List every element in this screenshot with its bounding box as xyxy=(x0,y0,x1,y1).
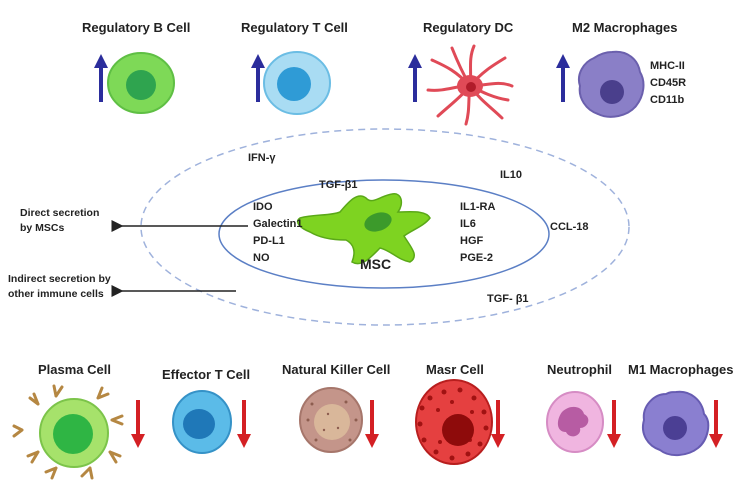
outer-ellipse xyxy=(140,128,630,326)
nk-cell-label: Natural Killer Cell xyxy=(282,362,391,377)
indirect-secretion-label: Indirect secretion by other immune cells xyxy=(8,272,111,302)
neutrophil-icon xyxy=(546,391,604,453)
regulatory-b-cell-icon xyxy=(107,52,175,114)
factor-ido: IDO xyxy=(253,201,273,213)
up-arrow-b xyxy=(94,54,108,102)
factor-galectin1: Galectin1 xyxy=(253,218,303,230)
m1-macrophage-icon xyxy=(642,390,710,456)
m2-marker: MHC-II xyxy=(650,60,685,72)
down-arrow-plasma xyxy=(131,400,145,448)
factor-il1ra: IL1-RA xyxy=(460,201,496,213)
regulatory-dc-icon xyxy=(426,44,514,126)
factor-ifn-gamma: IFN-γ xyxy=(248,152,276,164)
msc-cell-icon xyxy=(296,193,431,265)
m2-marker: CD45R xyxy=(650,77,687,89)
effector-t-cell-icon xyxy=(172,390,232,454)
m2-macrophages-label: M2 Macrophages xyxy=(572,20,678,35)
down-arrow-neutrophil xyxy=(607,400,621,448)
factor-pdl1: PD-L1 xyxy=(253,235,285,247)
mast-cell-label: Masr Cell xyxy=(426,362,484,377)
nk-cell-icon xyxy=(299,387,363,453)
plasma-cell-icon xyxy=(12,384,124,480)
neutrophil-label: Neutrophil xyxy=(547,362,612,377)
factor-il6: IL6 xyxy=(460,218,476,230)
up-arrow-t xyxy=(251,54,265,102)
effector-t-cell-label: Effector T Cell xyxy=(162,367,251,382)
up-arrow-m2 xyxy=(556,54,570,102)
down-arrow-m1 xyxy=(709,400,723,448)
up-arrow-dc xyxy=(408,54,422,102)
m2-marker: CD11b xyxy=(650,94,685,106)
regulatory-dc-label: Regulatory DC xyxy=(423,20,514,35)
factor-pge2: PGE-2 xyxy=(460,252,494,264)
factor-no: NO xyxy=(253,252,270,264)
indirect-secretion-line: other immune cells xyxy=(8,288,104,300)
m1-macrophages-label: M1 Macrophages xyxy=(628,362,734,377)
factor-il10: IL10 xyxy=(500,169,523,181)
direct-secretion-line: Direct secretion xyxy=(20,207,100,219)
factor-hgf: HGF xyxy=(460,235,484,247)
factor-inner-top: TGF-β1 xyxy=(319,179,358,191)
direct-secretion-line: by MSCs xyxy=(20,222,65,234)
regulatory-b-cell-label: Regulatory B Cell xyxy=(82,20,191,35)
indirect-secretion-line: Indirect secretion by xyxy=(8,273,111,285)
down-arrow-effector xyxy=(237,400,251,448)
direct-secretion-label: Direct secretion by MSCs xyxy=(20,206,99,236)
factor-ccl18: CCL-18 xyxy=(550,221,589,233)
regulatory-t-cell-icon xyxy=(263,51,331,115)
msc-label: MSC xyxy=(360,256,392,272)
down-arrow-mast xyxy=(491,400,505,448)
m2-macrophage-icon xyxy=(578,50,645,118)
factor-tgf-outer: TGF- β1 xyxy=(487,293,529,305)
mast-cell-icon xyxy=(415,379,493,465)
down-arrow-nk xyxy=(365,400,379,448)
plasma-cell-label: Plasma Cell xyxy=(38,362,111,377)
regulatory-t-cell-label: Regulatory T Cell xyxy=(241,20,348,35)
